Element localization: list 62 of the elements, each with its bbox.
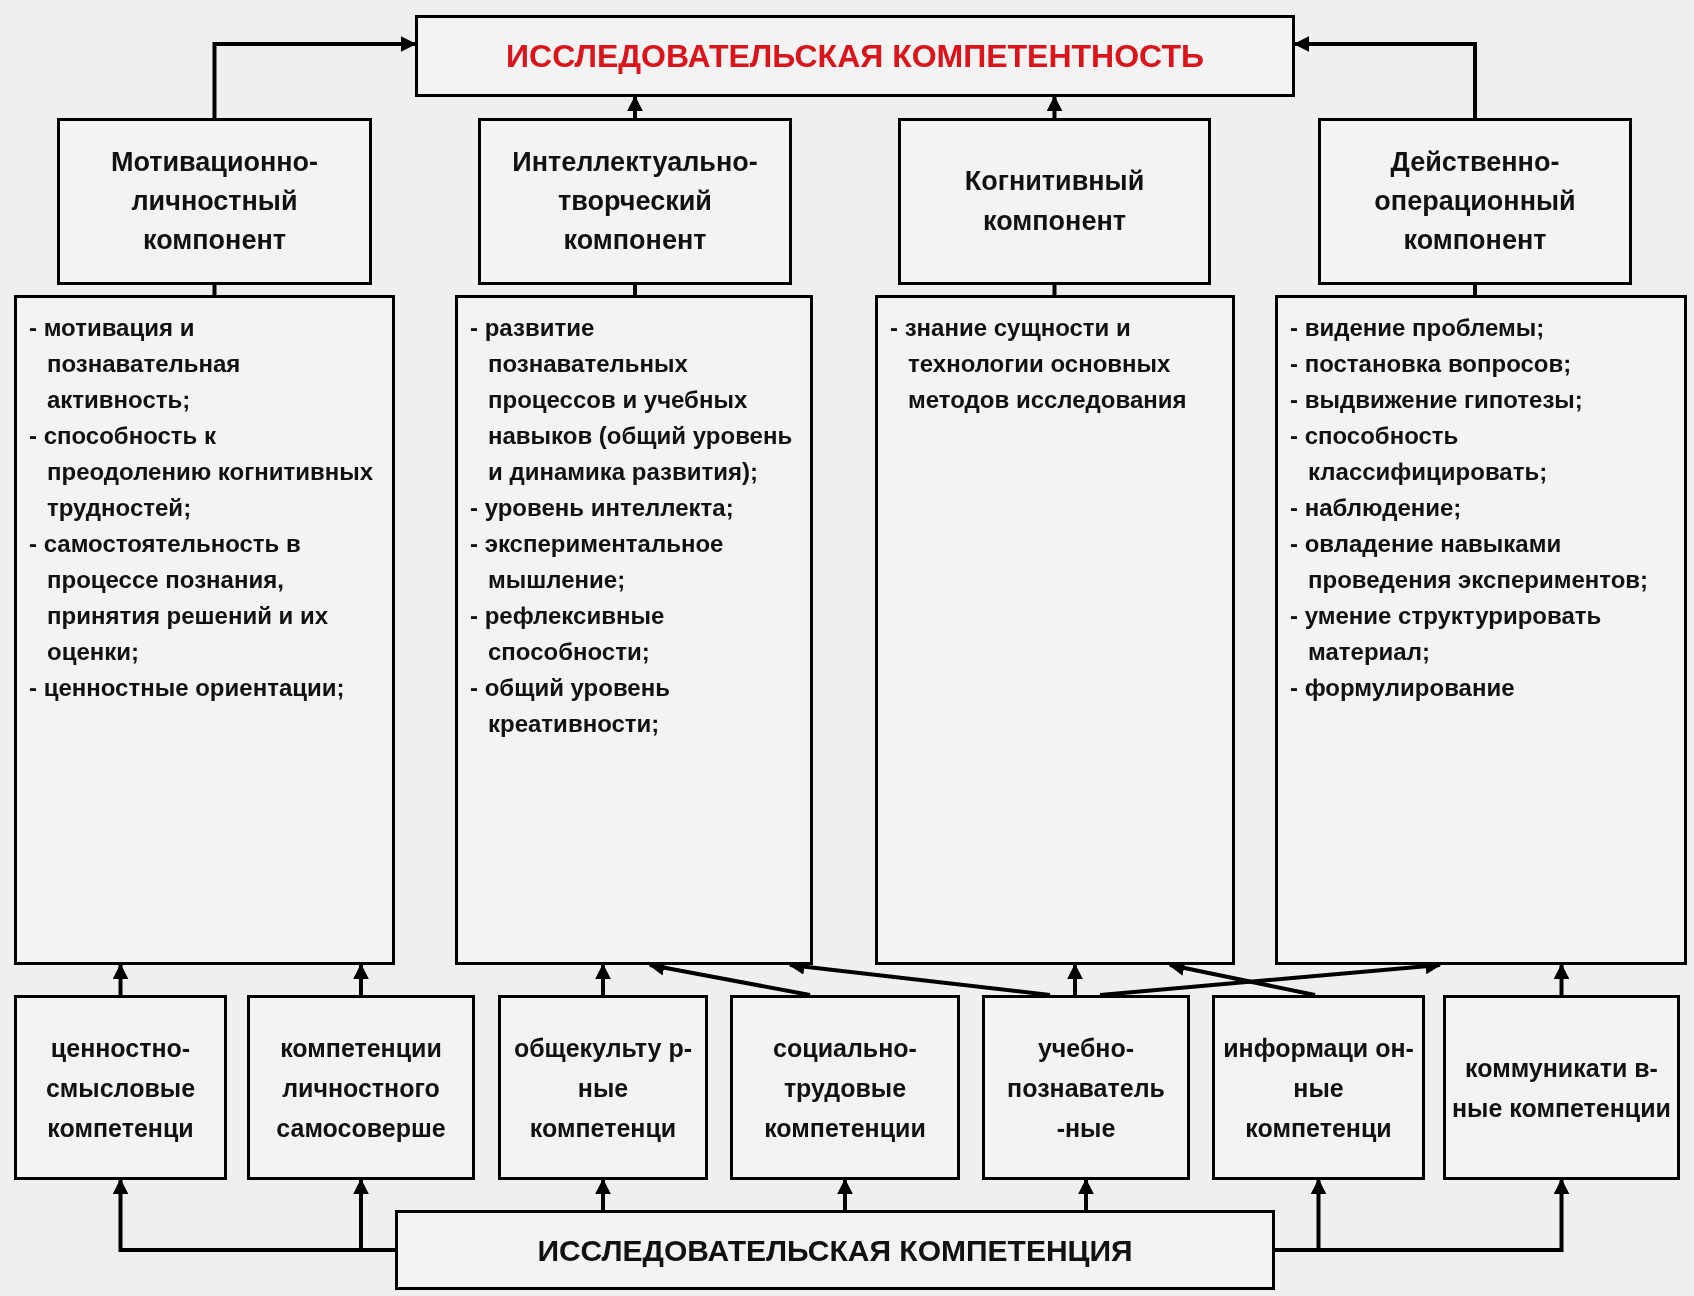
list-item: - выдвижение гипотезы; — [1290, 385, 1584, 415]
competence-label: учебно-познаватель -ные — [1006, 1032, 1166, 1144]
title-text: ИССЛЕДОВАТЕЛЬСКАЯ КОМПЕТЕНТНОСТЬ — [506, 37, 1204, 76]
component-title: Мотивационно-личностный компонент — [109, 145, 320, 258]
connector-arrow — [353, 1178, 395, 1252]
connector-arrow — [1553, 963, 1570, 995]
list-item: - способность к преодолению когнитивных трудностей; — [29, 421, 375, 523]
competence-label: социально-трудовые компетенции — [763, 1032, 927, 1144]
competence-box — [498, 995, 708, 1180]
component-box — [57, 118, 372, 285]
competence-box — [1443, 995, 1680, 1180]
list-box — [875, 295, 1235, 965]
base-box — [395, 1210, 1275, 1290]
list-item: - постановка вопросов; — [1290, 349, 1573, 379]
connector-arrow — [1293, 36, 1477, 118]
competence-label: общекульту р-ные компетенци — [512, 1032, 694, 1144]
connector-arrow — [595, 963, 611, 995]
competence-label: компетенции личностного самосоверше — [275, 1032, 447, 1144]
competence-box — [1212, 995, 1425, 1180]
component-box — [898, 118, 1211, 285]
list-item: - самостоятельность в процессе познания, принятия решений и их оценки; — [29, 529, 330, 667]
component-title: Интеллектуально-творческий компонент — [511, 145, 759, 258]
list-item: - умение структурировать материал; — [1290, 601, 1603, 667]
connector-arrow — [1046, 95, 1063, 118]
competence-label: коммуникати в-ные компетенции — [1451, 1052, 1672, 1124]
list-box — [455, 295, 813, 965]
connector-arrow — [595, 1178, 611, 1210]
competence-label: ценностно-смысловые компетенци — [44, 1032, 197, 1144]
competence-box — [730, 995, 960, 1180]
list-item: - мотивация и познавательная активность; — [29, 313, 242, 415]
list-item: - экспериментальное мышление; — [470, 529, 725, 595]
connector-arrow — [1078, 1178, 1094, 1210]
list-item: - способность классифицировать; — [1290, 421, 1549, 487]
connector-arrow — [212, 36, 417, 118]
list-item: - ценностные ориентации; — [29, 673, 346, 703]
component-title: Когнитивный компонент — [963, 165, 1146, 238]
list-item: - овладение навыками проведения экспериментов; — [1290, 529, 1650, 595]
list-box — [14, 295, 395, 965]
competence-box — [247, 995, 475, 1180]
list-item: - формулирование — [1290, 673, 1516, 703]
list-item: - общий уровень креативности; — [470, 673, 671, 739]
competence-label: информаци он-ные компетенци — [1222, 1032, 1415, 1144]
component-box — [478, 118, 792, 285]
list-item: - знание сущности и технологии основных методов исследования — [890, 313, 1188, 415]
connector-arrow — [1067, 963, 1083, 995]
connector-arrow — [837, 1178, 853, 1210]
base-text: ИССЛЕДОВАТЕЛЬСКАЯ КОМПЕТЕНЦИЯ — [537, 1232, 1133, 1269]
component-title: Действенно-операционный компонент — [1373, 145, 1577, 258]
list-item: - наблюдение; — [1290, 493, 1463, 523]
title-box — [415, 15, 1295, 97]
list-item: - уровень интеллекта; — [470, 493, 735, 523]
competence-box — [982, 995, 1190, 1180]
connector-arrow — [353, 963, 369, 995]
list-item: - видение проблемы; — [1290, 313, 1546, 343]
component-box — [1318, 118, 1632, 285]
connector-arrow — [1275, 1178, 1570, 1252]
list-item: - развитие познавательных процессов и учебных навыков (общий уровень и динамика развития); — [470, 313, 794, 487]
competence-box — [14, 995, 227, 1180]
list-box — [1275, 295, 1687, 965]
connector-arrow — [627, 95, 643, 118]
connector-arrow — [112, 963, 129, 995]
list-item: - рефлексивные способности; — [470, 601, 666, 667]
